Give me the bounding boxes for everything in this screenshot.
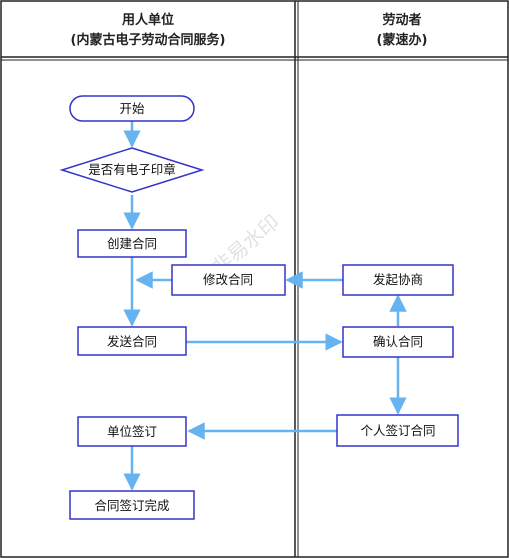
node-confirm-label: 确认合同 (373, 334, 423, 349)
node-modify-label: 修改合同 (203, 272, 253, 287)
node-complete-label: 合同签订完成 (94, 498, 169, 513)
flow-arrows (123, 121, 407, 491)
node-complete: 合同签订完成 (69, 490, 195, 520)
node-send-label: 发送合同 (107, 334, 157, 349)
node-unit-sign-label: 单位签订 (107, 424, 157, 439)
node-create-label: 创建合同 (107, 236, 157, 251)
lane-header-worker: 劳动者 (蒙速办) (377, 12, 428, 48)
node-personal-sign-label: 个人签订合同 (360, 423, 435, 438)
lane-title-employer: 用人单位 (121, 12, 174, 28)
node-create-contract: 创建合同 (77, 229, 187, 258)
node-unit-sign: 单位签订 (77, 416, 187, 447)
lane-header-employer: 用人单位 (内蒙古电子劳动合同服务) (71, 12, 226, 48)
node-modify-contract: 修改合同 (171, 264, 286, 296)
node-send-contract: 发送合同 (77, 326, 187, 356)
node-start: 开始 (69, 95, 195, 122)
lane-subtitle-employer: (内蒙古电子劳动合同服务) (71, 32, 226, 48)
node-has-seal-decision: 是否有电子印章 (59, 147, 205, 193)
node-personal-sign: 个人签订合同 (336, 414, 459, 447)
lane-subtitle-worker: (蒙速办) (377, 32, 428, 48)
node-has-seal-label: 是否有电子印章 (88, 162, 176, 177)
lane-title-worker: 劳动者 (382, 12, 421, 28)
node-initiate-negotiation: 发起协商 (342, 264, 454, 296)
node-confirm-contract: 确认合同 (342, 326, 454, 358)
node-negotiate-label: 发起协商 (373, 272, 423, 287)
node-start-label: 开始 (119, 101, 145, 116)
